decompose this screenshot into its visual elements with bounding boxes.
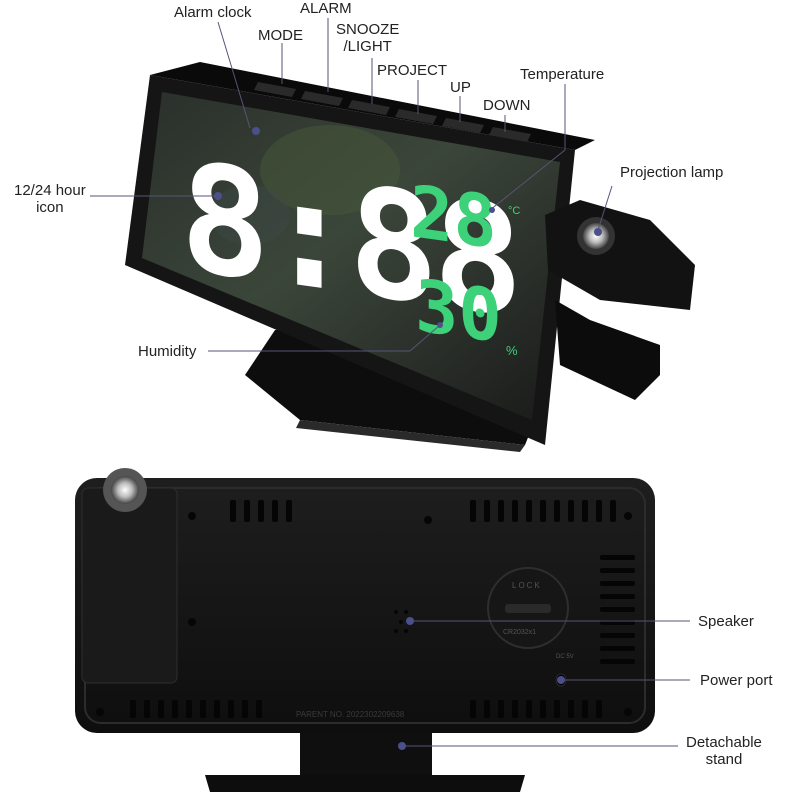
label-humidity: Humidity (138, 343, 197, 360)
label-hour-icon: 12/24 hour icon (14, 182, 86, 216)
screws (96, 512, 632, 716)
battery-text: CR2032x1 (503, 629, 536, 636)
temperature-display: 28 (410, 170, 497, 266)
speaker-holes (394, 610, 408, 633)
label-alarm: ALARM (300, 0, 352, 17)
front-stand (245, 330, 545, 445)
alarm-button[interactable] (301, 91, 343, 106)
label-stand: Detachable stand (686, 734, 762, 768)
label-project: PROJECT (377, 62, 448, 79)
mirror-display (142, 92, 560, 420)
projector-module (81, 487, 178, 684)
top-vents (230, 500, 616, 522)
label-temperature: Temperature (520, 66, 605, 83)
mode-button[interactable] (254, 82, 296, 97)
parent-no-text: PARENT NO. 2022302209638 (296, 710, 405, 719)
label-projection-lamp: Projection lamp (620, 164, 724, 181)
top-buttons (254, 82, 531, 142)
front-view: 8:88 28 °C 30 % (125, 62, 695, 452)
label-mode: MODE (258, 27, 303, 44)
back-stand (300, 720, 432, 775)
bottom-vents (130, 700, 602, 718)
label-down: DOWN (483, 97, 531, 114)
label-snooze-light: SNOOZE /LIGHT (336, 21, 400, 55)
back-body (75, 478, 655, 733)
back-stand-base (205, 775, 525, 792)
humidity-unit: % (506, 343, 518, 358)
projector-arm (555, 300, 660, 400)
label-alarm-clock: Alarm clock (174, 4, 252, 21)
battery-cover: LOCK CR2032x1 (487, 567, 569, 649)
leader-lines (90, 18, 690, 747)
label-speaker: Speaker (698, 613, 754, 630)
project-button[interactable] (395, 109, 437, 124)
projector-head (545, 200, 695, 310)
label-power-port: Power port (700, 672, 773, 689)
label-up: UP (450, 79, 471, 96)
humidity-display: 30 (415, 264, 502, 360)
up-button[interactable] (442, 118, 484, 133)
marker-dots (214, 127, 602, 750)
dc-text: DC 5V (556, 654, 574, 660)
back-view: LOCK CR2032x1 DC 5V PARENT NO. 202230220… (75, 468, 655, 792)
temperature-unit: °C (508, 205, 520, 217)
lock-text: LOCK (512, 581, 542, 590)
down-button[interactable] (489, 127, 531, 142)
snooze-button[interactable] (348, 100, 390, 115)
side-vents (600, 555, 635, 664)
